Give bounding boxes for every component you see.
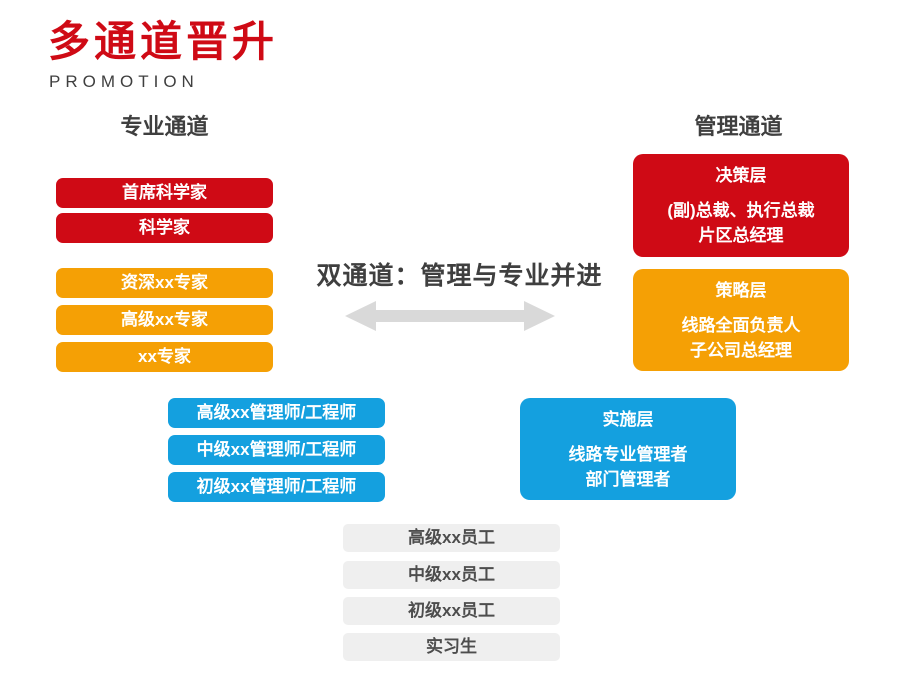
dual-channel-slogan: 双通道：管理与专业并进 <box>316 262 603 290</box>
level-expert: xx专家 <box>56 342 273 372</box>
level-scientist: 科学家 <box>56 213 273 243</box>
double-arrow-icon <box>345 301 555 331</box>
level-junior-staff: 初级xx员工 <box>343 597 560 625</box>
level-junior-manager-engineer: 初级xx管理师/工程师 <box>168 472 385 502</box>
management-level-strategy-line1: 线路全面负责人 <box>681 316 801 335</box>
management-level-implementation-title: 实施层 <box>602 410 654 429</box>
management-level-implementation-line1: 线路专业管理者 <box>568 445 688 464</box>
management-level-decision-line1: (副)总裁、执行总裁 <box>667 201 815 220</box>
page-title: 多通道晋升 <box>48 18 279 65</box>
level-senior-manager-engineer: 高级xx管理师/工程师 <box>168 398 385 428</box>
management-level-strategy-line2: 子公司总经理 <box>690 341 792 360</box>
management-level-decision-line2: 片区总经理 <box>698 226 784 245</box>
level-senior-expert: 资深xx专家 <box>56 268 273 298</box>
management-level-decision-title: 决策层 <box>715 166 767 185</box>
management-level-decision: 决策层 (副)总裁、执行总裁 片区总经理 <box>633 154 849 257</box>
page-subtitle: PROMOTION <box>49 72 199 91</box>
level-chief-scientist: 首席科学家 <box>56 178 273 208</box>
management-level-strategy: 策略层 线路全面负责人 子公司总经理 <box>633 269 849 371</box>
level-senior-staff: 高级xx员工 <box>343 524 560 552</box>
management-level-implementation: 实施层 线路专业管理者 部门管理者 <box>520 398 736 500</box>
level-mid-manager-engineer: 中级xx管理师/工程师 <box>168 435 385 465</box>
management-level-implementation-line2: 部门管理者 <box>585 470 671 489</box>
level-mid-staff: 中级xx员工 <box>343 561 560 589</box>
level-intern: 实习生 <box>343 633 560 661</box>
professional-channel-header: 专业通道 <box>120 114 209 139</box>
management-level-strategy-title: 策略层 <box>715 281 767 300</box>
level-advanced-expert: 高级xx专家 <box>56 305 273 335</box>
management-channel-header: 管理通道 <box>694 114 783 139</box>
